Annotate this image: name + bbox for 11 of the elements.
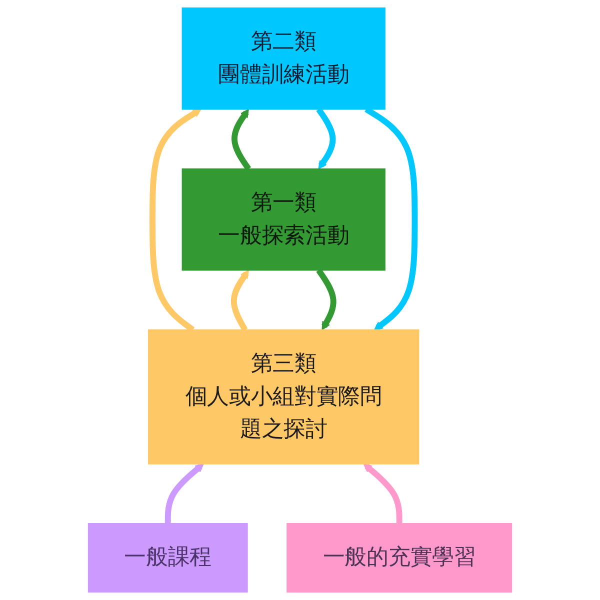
arrow xyxy=(232,108,252,171)
arrow xyxy=(230,270,249,332)
process-box: 一般課程 xyxy=(88,523,248,593)
process-box: 第一類 一般探索活動 xyxy=(182,168,386,271)
process-box: 第二類 團體訓練活動 xyxy=(182,7,386,110)
arrow xyxy=(316,108,336,170)
arrow xyxy=(363,464,402,524)
process-box: 第三類 個人或小組對實際問題之探討 xyxy=(148,329,420,464)
process-box: 一般的充實學習 xyxy=(286,523,512,593)
arrow xyxy=(316,268,336,330)
arrow xyxy=(164,464,204,524)
